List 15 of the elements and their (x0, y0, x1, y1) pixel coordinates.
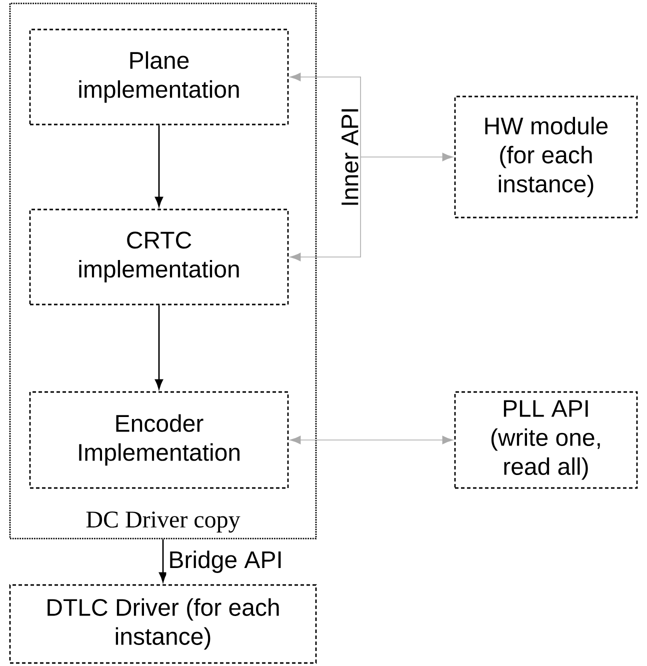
arrow (290, 436, 454, 444)
arrow (155, 125, 163, 207)
process-box: PLL API (write one, read all) (454, 391, 638, 489)
arrow (290, 72, 361, 158)
process-box: Encoder Implementation (29, 391, 289, 489)
arrow (290, 156, 361, 262)
api-label: Inner API (342, 109, 358, 205)
edge-label: Bridge API (166, 548, 285, 575)
arrow (360, 152, 454, 162)
process-box: CRTC implementation (29, 208, 289, 306)
process-box: Plane implementation (29, 28, 289, 126)
process-box: HW module (for each instance) (454, 96, 638, 218)
process-box: DTLC Driver (for each instance) (9, 584, 317, 664)
arrow (155, 305, 163, 390)
arrow (159, 539, 167, 582)
